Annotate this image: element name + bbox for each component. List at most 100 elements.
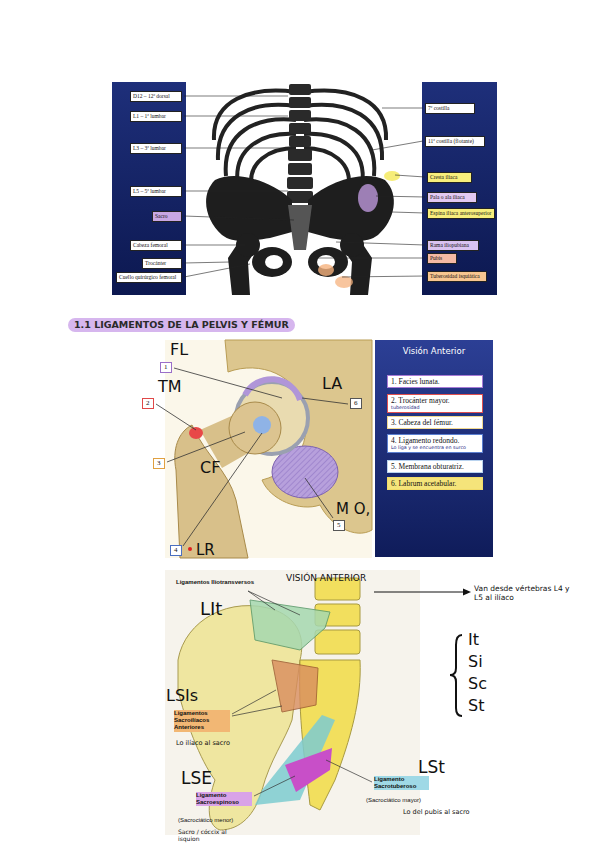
box-text: L5 – 5ª lumbar xyxy=(133,188,179,195)
part-label: (Sacrociático menor) xyxy=(178,817,233,824)
label-box: Cresta iliaca xyxy=(427,172,472,183)
sacrospinous-ligament xyxy=(285,748,332,792)
vertebra xyxy=(287,177,313,189)
leader-line xyxy=(232,706,282,716)
leader-lines xyxy=(184,96,425,277)
leader-line xyxy=(305,478,333,518)
sacrotuberous-ligament xyxy=(255,715,335,805)
part-label: Ligamento Sacroespinoso xyxy=(196,792,252,806)
leader-line xyxy=(174,368,282,398)
ilium xyxy=(308,176,394,241)
handwritten-abbrev: TM xyxy=(158,377,182,396)
vertebra xyxy=(289,110,311,121)
box-text: 5. Membrana obturatriz. xyxy=(391,462,479,471)
handwritten-abbrev: LA xyxy=(322,374,342,393)
part-label: Ligamento Sacrotuberoso xyxy=(374,776,429,790)
spine xyxy=(287,84,313,203)
box-text: Cuello quirúrgico femoral xyxy=(119,274,179,281)
box-text: Espina iliaca anterosuperior xyxy=(430,210,492,217)
box-text: 3. Cabeza del fémur. xyxy=(391,418,479,427)
highlight-mark xyxy=(318,264,334,276)
box-text: 1. Facies lunata. xyxy=(391,377,479,386)
figure-ground xyxy=(186,82,422,295)
leader-line xyxy=(156,404,196,430)
box-text: 7ª costilla xyxy=(428,105,472,112)
vertebra xyxy=(289,97,311,108)
box-text: Cresta iliaca xyxy=(430,174,469,181)
handwritten-note: Van desde vértebras L4 y L5 al ilíaco xyxy=(474,584,574,602)
handwritten-abbrev: M O, xyxy=(336,500,370,518)
leader-line xyxy=(372,141,423,150)
vertebra xyxy=(289,136,311,147)
note-arrow xyxy=(374,592,464,593)
label-box: Pala o ala iliaca xyxy=(427,192,477,203)
leader-line xyxy=(184,262,230,263)
callout-number: 5 xyxy=(333,520,345,531)
leader-line xyxy=(254,776,295,796)
box-text: 11ª costilla (flotante) xyxy=(428,138,482,145)
highlight-mark xyxy=(358,184,378,212)
vertebra xyxy=(315,630,360,654)
box-text: 3 xyxy=(157,459,161,468)
red-dot xyxy=(188,547,192,551)
sacrum xyxy=(288,205,312,250)
handwritten-note: VISIÓN ANTERIOR xyxy=(286,573,366,584)
handwritten-abbrev: FL xyxy=(170,340,188,359)
box-text: Rama iliopubiana xyxy=(430,242,476,249)
label-box: Cabeza femoral xyxy=(130,240,182,251)
box-text: 2 xyxy=(146,399,150,408)
hip-bone xyxy=(225,340,372,533)
list-item: 3. Cabeza del fémur. xyxy=(387,416,483,429)
leader-lines xyxy=(156,368,348,546)
round-ligament xyxy=(253,416,271,434)
callout-number: 6 xyxy=(350,398,362,409)
arrowhead xyxy=(463,589,471,596)
label-box: Sacro xyxy=(152,211,182,222)
figure-ground xyxy=(165,340,372,558)
vertebra xyxy=(289,123,311,134)
ribs xyxy=(214,91,386,190)
section-heading: 1.1 LIGAMENTOS DE LA PELVIS Y FÉMUR xyxy=(68,318,295,332)
greater-trochanter-mark xyxy=(189,427,203,439)
leader-line xyxy=(382,108,423,109)
vertebra xyxy=(288,163,312,175)
box-text: Cabeza femoral xyxy=(133,242,179,249)
leader-line xyxy=(376,196,425,197)
figure-ground xyxy=(112,82,497,295)
label-box: Cuello quirúrgico femoral xyxy=(116,272,182,283)
leader-line xyxy=(248,591,300,615)
sacroiliac-ligament xyxy=(272,660,318,712)
highlight-mark xyxy=(384,171,400,181)
leader-lines xyxy=(232,591,372,796)
box-text: 6. Labrum acetabular. xyxy=(391,479,479,488)
box-text: Tuberosidad isquiática xyxy=(430,273,484,280)
list-item: 5. Membrana obturatriz. xyxy=(387,460,483,473)
highlight-mark xyxy=(335,276,353,288)
label-box: Espina iliaca anterosuperior xyxy=(427,208,495,219)
hip-figure xyxy=(156,340,372,558)
handwritten-note: Sacro / cóccix al isquion xyxy=(178,828,250,842)
leader-line xyxy=(184,264,250,277)
label-box: 11ª costilla (flotante) xyxy=(425,136,485,147)
leader-line xyxy=(342,276,425,277)
leader-line xyxy=(326,760,372,782)
handwritten-abbrev: Si xyxy=(468,652,483,671)
handwritten-abbrev: Sc xyxy=(468,674,487,693)
box-text: 4. Ligamento redondo. xyxy=(391,436,479,445)
vertebra xyxy=(288,149,312,161)
iliotransverse-ligament xyxy=(250,600,330,650)
leader-line xyxy=(184,191,288,192)
list-item: 6. Labrum acetabular. xyxy=(387,477,483,490)
box-text: 6 xyxy=(354,399,358,408)
label-box: 7ª costilla xyxy=(425,103,475,114)
label-box: Trocánter xyxy=(142,258,182,269)
ilium xyxy=(206,176,292,241)
handwritten-abbrev: LR xyxy=(196,541,215,559)
handwritten-abbrev: LIt xyxy=(200,598,222,620)
leader-line xyxy=(184,245,245,246)
handwritten-note: Lo ilíaco al sacro xyxy=(176,740,236,748)
callout-number: 2 xyxy=(142,398,154,409)
bracket xyxy=(450,635,462,716)
